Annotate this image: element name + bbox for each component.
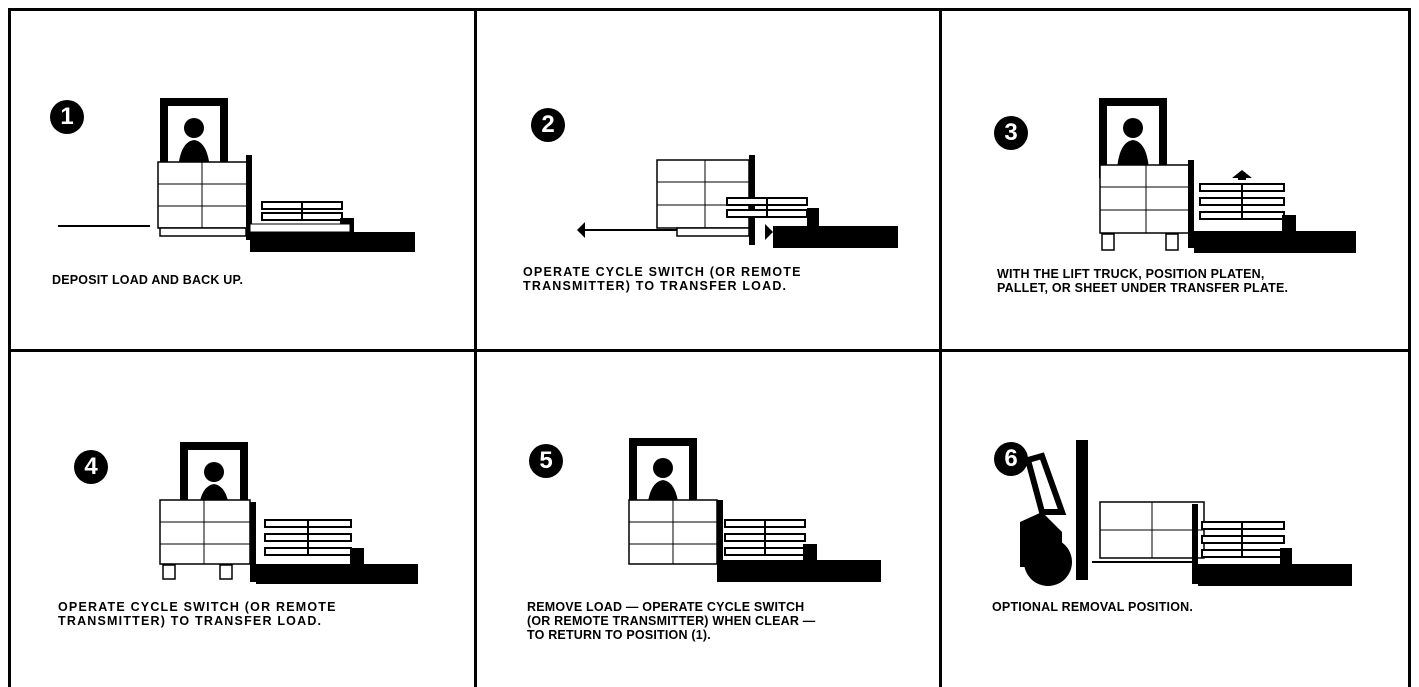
grid-divider-vertical-1 — [474, 8, 477, 687]
grid-border-left — [8, 8, 11, 687]
grid-divider-horizontal — [8, 349, 1411, 352]
step-panel-6: 6 OPTIONAL REMOVAL POSITION. — [942, 352, 1409, 687]
step-1-illustration — [58, 98, 415, 252]
step-4-illustration — [159, 442, 418, 584]
step-caption: DEPOSIT LOAD AND BACK UP. — [52, 273, 244, 287]
step-number-badge: 4 — [74, 450, 108, 484]
step-6-illustration — [1020, 440, 1352, 586]
step-2-illustration — [577, 155, 898, 248]
step-panel-1: 1 DEPOSIT LOAD AND BACK UP. — [10, 10, 475, 350]
grid-divider-vertical-2 — [939, 8, 942, 687]
step-panel-5: 5 REMOVE LOAD — OPERATE CYCLE SWITCH (OR… — [477, 352, 940, 687]
step-caption: WITH THE LIFT TRUCK, POSITION PLATEN, PA… — [997, 267, 1289, 295]
step-panel-4: 4 OPERATE CYCLE SWITCH (OR REMOTE TRANSM… — [10, 352, 475, 687]
step-panel-3: 3 WITH THE LIFT TRUCK, POSITION PLATEN, … — [942, 10, 1409, 350]
grid-border-right — [1408, 8, 1411, 687]
step-5-illustration — [628, 438, 881, 582]
step-panel-2: 2 OPERATE CYCLE SWITCH (OR REMOTE TRANSM… — [477, 10, 940, 350]
step-caption: REMOVE LOAD — OPERATE CYCLE SWITCH (OR R… — [527, 600, 816, 642]
step-3-illustration — [1099, 98, 1356, 253]
step-caption: OPERATE CYCLE SWITCH (OR REMOTE TRANSMIT… — [58, 600, 337, 628]
step-number-badge: 1 — [50, 100, 84, 134]
step-caption: OPERATE CYCLE SWITCH (OR REMOTE TRANSMIT… — [523, 265, 802, 293]
step-number-badge: 5 — [529, 444, 563, 478]
step-caption: OPTIONAL REMOVAL POSITION. — [992, 600, 1194, 614]
grid-border-top — [8, 8, 1411, 11]
step-number-badge: 6 — [994, 442, 1028, 476]
step-number-badge: 3 — [994, 116, 1028, 150]
step-number-badge: 2 — [531, 108, 565, 142]
